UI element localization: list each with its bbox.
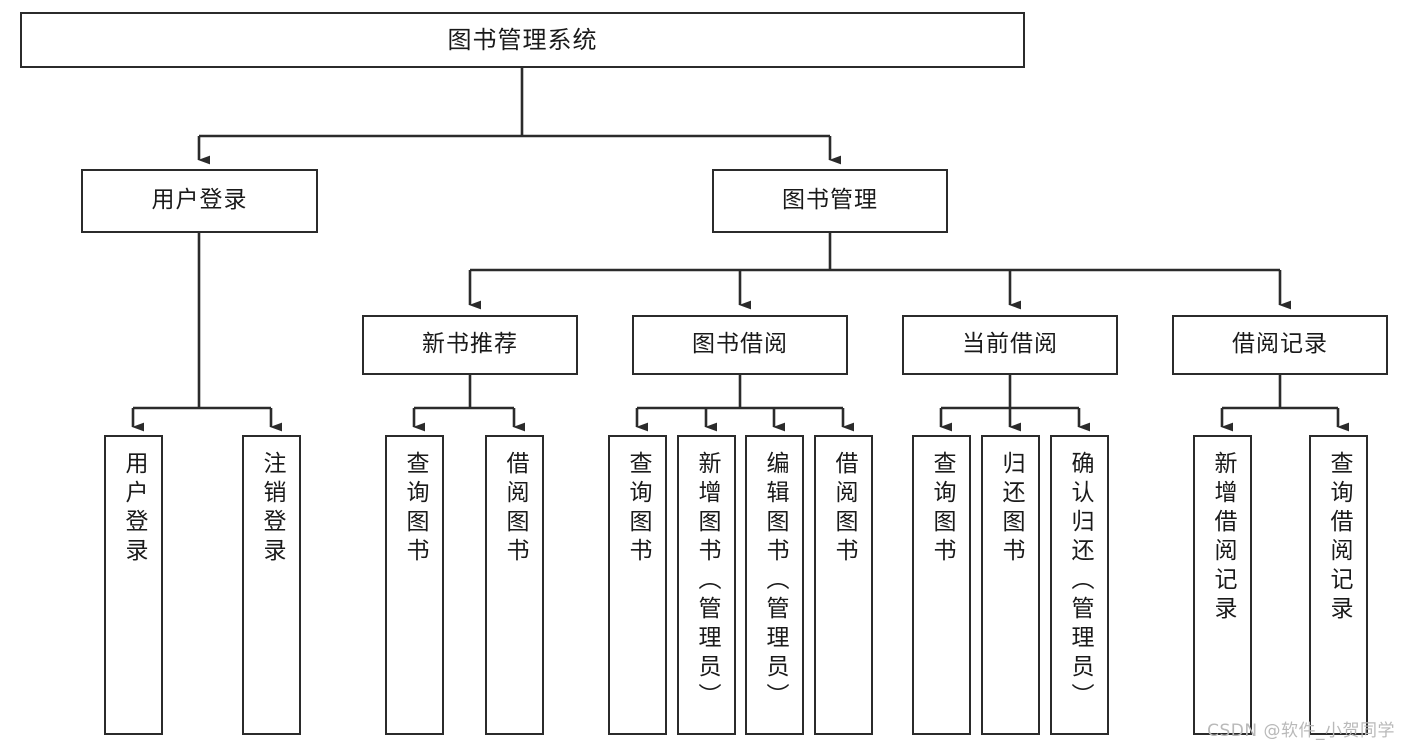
node-label: 查询图书 bbox=[402, 451, 428, 567]
node-label: 新增图书（管理员） bbox=[694, 451, 720, 712]
node-book-management[interactable]: 图书管理 bbox=[712, 169, 948, 233]
node-label: 图书借阅 bbox=[692, 331, 788, 358]
node-label: 注销登录 bbox=[259, 451, 285, 567]
node-label: 借阅图书 bbox=[502, 451, 528, 567]
leaf-edit-book-admin[interactable]: 编辑图书（管理员） bbox=[745, 435, 804, 735]
node-label: 图书管理系统 bbox=[447, 25, 598, 54]
node-label: 新增借阅记录 bbox=[1210, 451, 1236, 625]
node-root-system[interactable]: 图书管理系统 bbox=[20, 12, 1025, 68]
node-label: 图书管理 bbox=[782, 187, 878, 214]
leaf-user-login[interactable]: 用户登录 bbox=[104, 435, 163, 735]
node-current-borrow[interactable]: 当前借阅 bbox=[902, 315, 1118, 375]
leaf-borrow-book[interactable]: 借阅图书 bbox=[814, 435, 873, 735]
node-label: 确认归还（管理员） bbox=[1067, 451, 1093, 712]
node-label: 新书推荐 bbox=[422, 331, 518, 358]
leaf-query-borrow-record[interactable]: 查询借阅记录 bbox=[1309, 435, 1368, 735]
leaf-confirm-return-admin[interactable]: 确认归还（管理员） bbox=[1050, 435, 1109, 735]
node-book-borrow[interactable]: 图书借阅 bbox=[632, 315, 848, 375]
leaf-borrow-book-recommend[interactable]: 借阅图书 bbox=[485, 435, 544, 735]
node-label: 借阅图书 bbox=[831, 451, 857, 567]
node-new-book-recommend[interactable]: 新书推荐 bbox=[362, 315, 578, 375]
leaf-logout[interactable]: 注销登录 bbox=[242, 435, 301, 735]
leaf-query-book-borrow[interactable]: 查询图书 bbox=[608, 435, 667, 735]
leaf-add-borrow-record[interactable]: 新增借阅记录 bbox=[1193, 435, 1252, 735]
node-label: 当前借阅 bbox=[962, 331, 1058, 358]
node-label: 查询图书 bbox=[929, 451, 955, 567]
node-user-login[interactable]: 用户登录 bbox=[81, 169, 318, 233]
leaf-return-book[interactable]: 归还图书 bbox=[981, 435, 1040, 735]
node-borrow-record[interactable]: 借阅记录 bbox=[1172, 315, 1388, 375]
leaf-add-book-admin[interactable]: 新增图书（管理员） bbox=[677, 435, 736, 735]
node-label: 归还图书 bbox=[998, 451, 1024, 567]
node-label: 查询图书 bbox=[625, 451, 651, 567]
node-label: 编辑图书（管理员） bbox=[762, 451, 788, 712]
node-label: 查询借阅记录 bbox=[1326, 451, 1352, 625]
node-label: 借阅记录 bbox=[1232, 331, 1328, 358]
node-label: 用户登录 bbox=[151, 187, 248, 214]
leaf-query-book-recommend[interactable]: 查询图书 bbox=[385, 435, 444, 735]
leaf-query-book-current[interactable]: 查询图书 bbox=[912, 435, 971, 735]
node-label: 用户登录 bbox=[121, 451, 147, 567]
